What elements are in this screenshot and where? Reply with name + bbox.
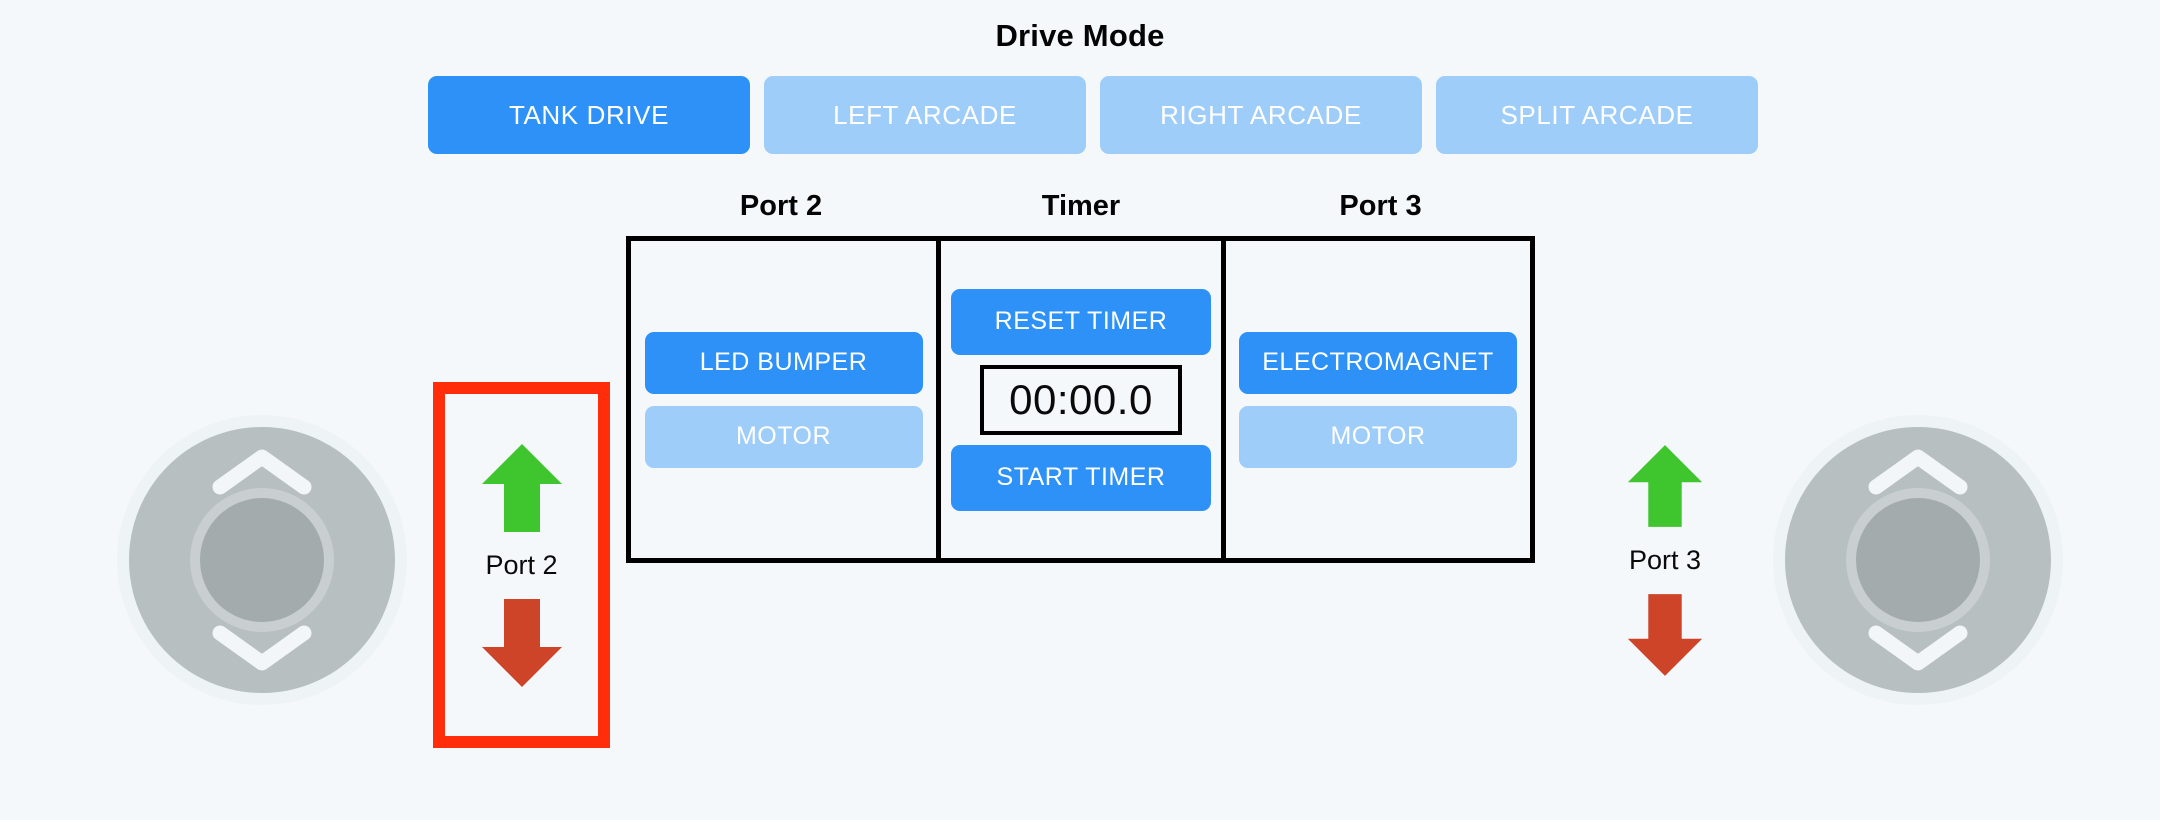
port2-arrow-label: Port 2 [485,549,558,580]
drive-mode-right-arcade-button[interactable]: RIGHT ARCADE [1100,76,1422,154]
drive-mode-button-group: TANK DRIVE LEFT ARCADE RIGHT ARCADE SPLI… [428,76,1758,154]
port2-arrow-control: Port 2 [433,382,610,748]
start-timer-button[interactable]: START TIMER [951,444,1211,511]
panel-column-timer: RESET TIMER 00:00.0 START TIMER [936,241,1226,558]
reset-timer-button[interactable]: RESET TIMER [951,288,1211,355]
panel-column-title-timer: Timer [1041,190,1121,222]
arrow-up-icon[interactable] [480,442,564,534]
joystick-right-knob[interactable] [1856,498,1980,622]
drive-mode-title: Drive Mode [995,18,1165,53]
port3-arrow-label: Port 3 [1628,544,1702,575]
drive-mode-left-arcade-button[interactable]: LEFT ARCADE [764,76,1086,154]
arrow-down-icon[interactable] [1626,592,1704,678]
timer-display: 00:00.0 [980,364,1182,435]
panel-column-port3: ELECTROMAGNET MOTOR [1226,241,1530,558]
chevron-down-icon[interactable] [1868,625,1968,671]
chevron-down-icon[interactable] [212,625,312,671]
panel-column-title-port2: Port 2 [739,190,823,222]
joystick-left-knob[interactable] [200,498,324,622]
arrow-up-icon[interactable] [1626,443,1704,529]
joystick-left[interactable] [117,415,407,705]
port2-led-bumper-button[interactable]: LED BUMPER [644,331,923,394]
port3-electromagnet-button[interactable]: ELECTROMAGNET [1239,331,1517,394]
panel-column-port2: LED BUMPER MOTOR [631,241,936,558]
port2-motor-button[interactable]: MOTOR [644,405,923,468]
port3-arrow-control: Port 3 [1600,408,1730,712]
joystick-right[interactable] [1773,415,2063,705]
chevron-up-icon[interactable] [1868,449,1968,495]
port3-motor-button[interactable]: MOTOR [1239,405,1517,468]
drive-mode-tank-drive-button[interactable]: TANK DRIVE [428,76,750,154]
panel-column-title-port3: Port 3 [1339,190,1422,222]
arrow-down-icon[interactable] [480,597,564,689]
drive-mode-split-arcade-button[interactable]: SPLIT ARCADE [1436,76,1758,154]
control-panel: LED BUMPER MOTOR RESET TIMER 00:00.0 STA… [626,236,1535,563]
chevron-up-icon[interactable] [212,449,312,495]
